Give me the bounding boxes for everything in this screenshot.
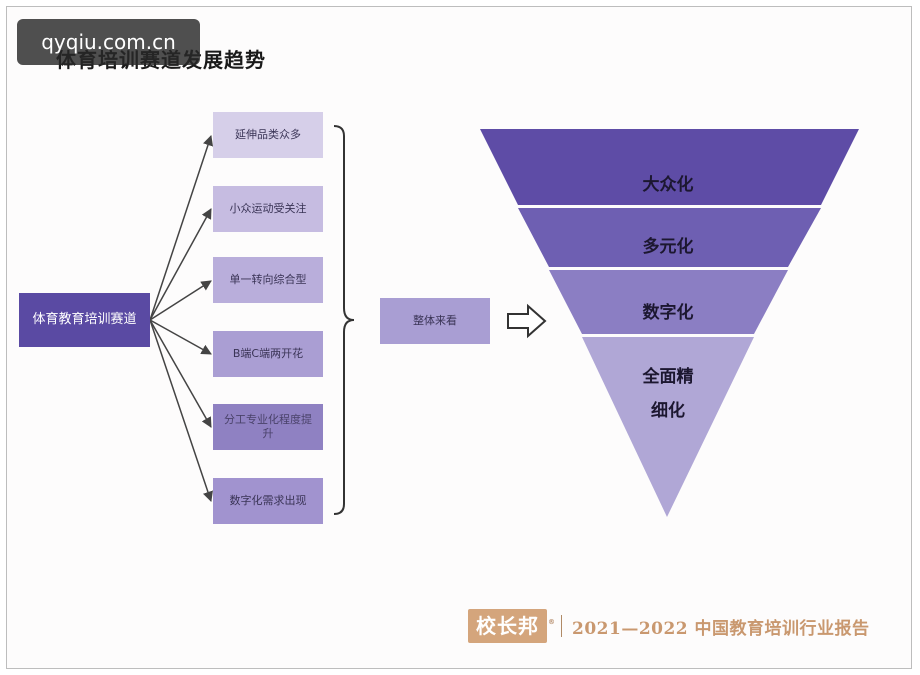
branch-node: 延伸品类众多 [213, 112, 323, 158]
connector-arrow [149, 135, 214, 321]
connector-arrow [149, 280, 212, 321]
branch-node: 小众运动受关注 [213, 186, 323, 232]
report-title: 2021—2022 中国教育培训行业报告 [572, 618, 870, 639]
branch-node: 单一转向综合型 [213, 257, 323, 303]
triangle-level-2 [518, 208, 821, 267]
overall-node: 整体来看 [380, 298, 490, 344]
watermark: qyqiu.com.cn [17, 19, 200, 65]
hollow-arrow-icon [507, 303, 547, 339]
connector-arrow [149, 319, 212, 355]
triangle-level-4 [582, 337, 754, 517]
branch-node: 分工专业化程度提升 [213, 404, 323, 450]
curly-brace [333, 125, 355, 515]
branch-node: 数字化需求出现 [213, 478, 323, 524]
triangle-label-2: 多元化 [642, 237, 694, 257]
triangle-level-3 [549, 270, 788, 334]
triangle-label-3: 数字化 [642, 303, 694, 323]
brand-logo-text: 校长邦 [476, 614, 539, 638]
triangle-level-1 [480, 129, 859, 205]
registered-mark: ® [548, 618, 556, 626]
root-node: 体育教育培训赛道 [19, 293, 150, 347]
branch-node: B端C端两开花 [213, 331, 323, 377]
triangle-label-4-text: 全面精细化 [642, 367, 694, 421]
footer-divider [561, 615, 562, 637]
connector-arrow [149, 208, 212, 321]
footer: 校长邦 ® 2021—2022 中国教育培训行业报告 [468, 609, 870, 643]
triangle-label-1: 大众化 [642, 175, 694, 195]
triangle-label-4: 全面精细化 [628, 360, 708, 428]
brand-logo: 校长邦 ® [468, 609, 555, 643]
connector-arrow [149, 319, 213, 502]
connector-arrow [149, 319, 212, 428]
